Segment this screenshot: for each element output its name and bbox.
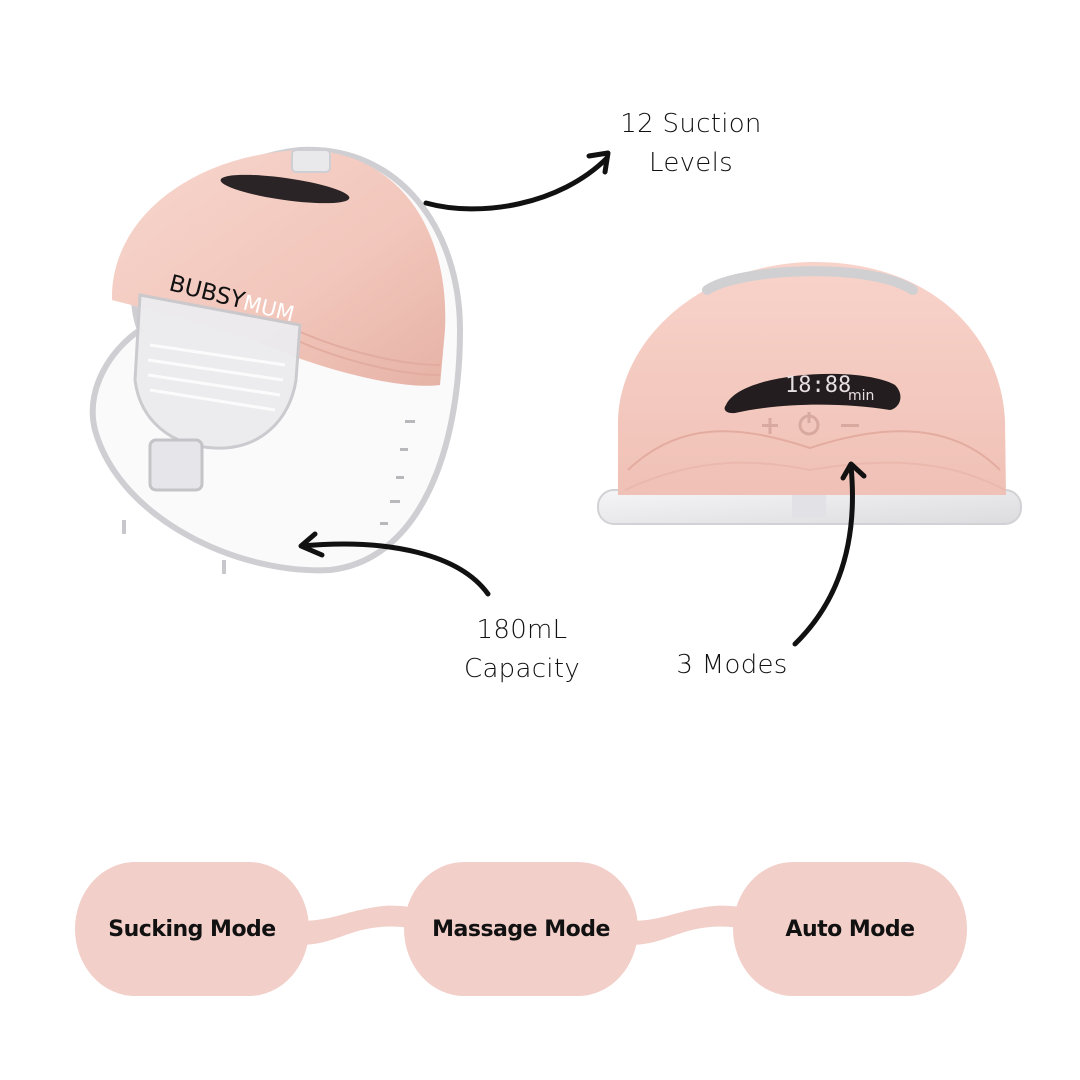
callout-modes: 3 Modes xyxy=(652,646,812,685)
display-unit: min xyxy=(848,388,874,404)
pump-buttons xyxy=(762,412,859,436)
lcd-display xyxy=(220,174,350,204)
arrow-modes xyxy=(792,463,855,647)
callout-capacity-line1: 180mL xyxy=(476,615,568,645)
callout-capacity: 180mL Capacity xyxy=(432,611,612,689)
callout-modes-line1: 3 Modes xyxy=(676,650,788,680)
callout-suction-line1: 12 Suction xyxy=(620,109,762,139)
arrowhead-icon xyxy=(586,150,611,175)
arrow-capacity xyxy=(299,541,491,597)
lcd-display xyxy=(724,373,901,414)
mode-flow-connectors xyxy=(300,905,740,945)
mode-pill-auto: Auto Mode xyxy=(733,862,967,996)
display-digits: 18:88 xyxy=(785,373,851,398)
breast-pump-side-view xyxy=(89,146,464,574)
arrow-suction-levels xyxy=(423,155,610,212)
mode-pill-sucking: Sucking Mode xyxy=(75,862,309,996)
mode-pill-massage: Massage Mode xyxy=(404,862,638,996)
breast-pump-front-view xyxy=(597,261,1022,525)
mode-label: Auto Mode xyxy=(785,916,915,942)
callout-suction-levels: 12 Suction Levels xyxy=(596,105,786,183)
callout-capacity-line2: Capacity xyxy=(463,654,581,684)
mode-label: Massage Mode xyxy=(432,916,610,942)
arrowhead-icon xyxy=(840,461,867,481)
callout-suction-line2: Levels xyxy=(649,148,733,178)
mode-label: Sucking Mode xyxy=(108,916,276,942)
minus-button-icon xyxy=(841,424,859,427)
arrowhead-icon xyxy=(298,531,325,558)
